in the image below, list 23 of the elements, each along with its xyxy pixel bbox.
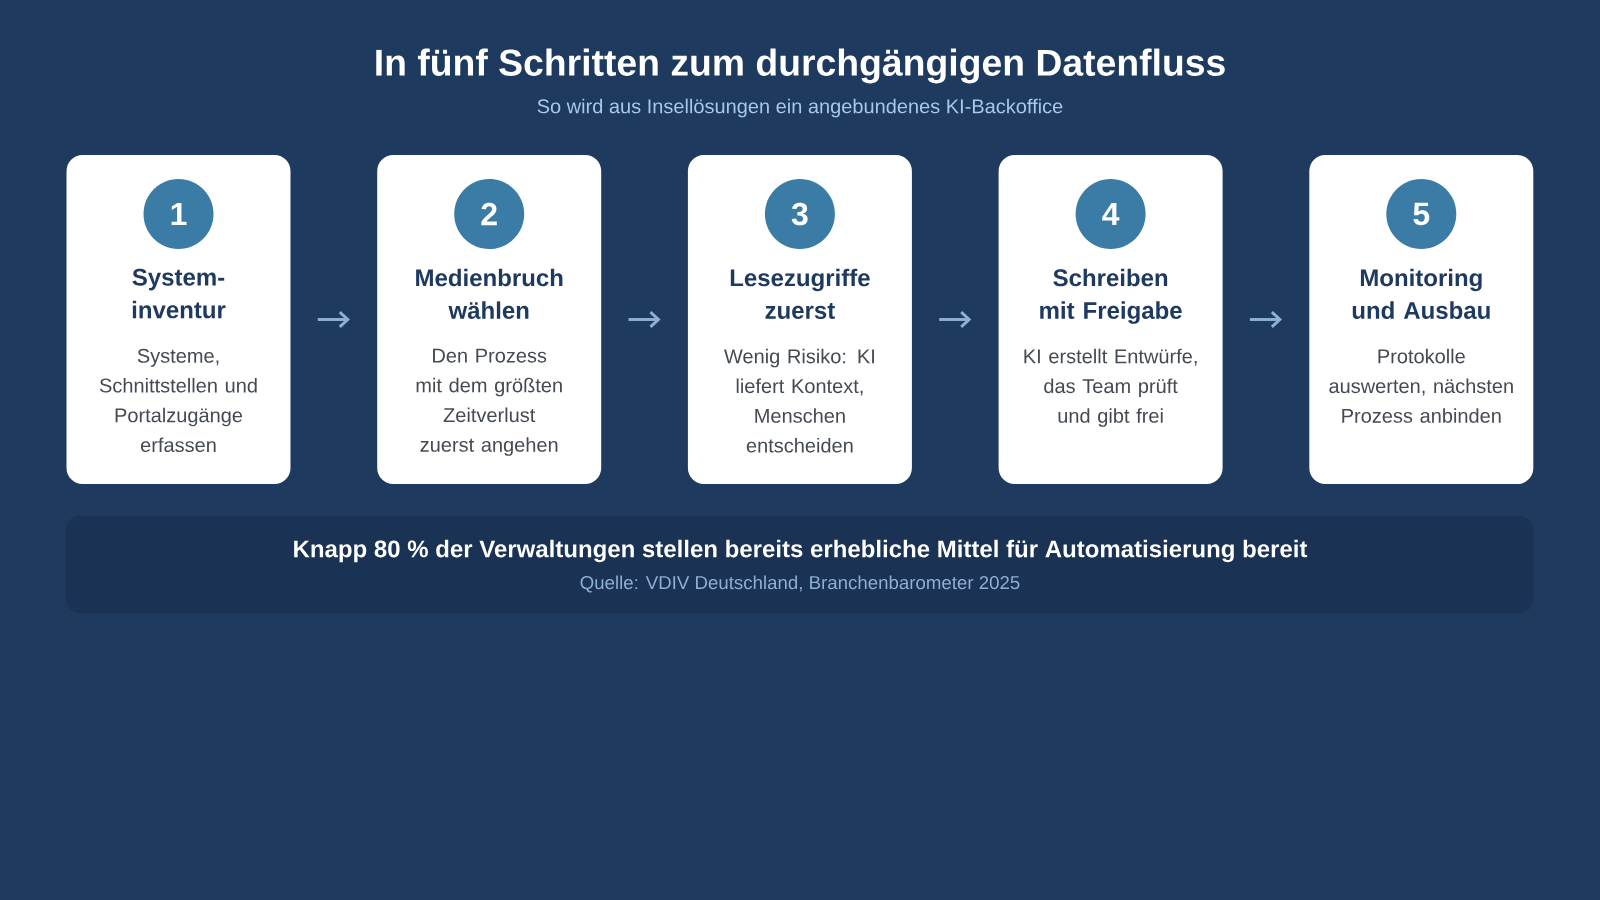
arrow <box>939 311 972 328</box>
number-badge: 2 <box>454 179 525 249</box>
step-description: Systeme, Schnittstellen und Portalzugänge erfassen <box>99 348 257 453</box>
step-heading: System-inventur <box>132 268 226 319</box>
step-heading: Schreiben mit Freigabe <box>1040 268 1182 324</box>
number-badge: 3 <box>764 179 835 249</box>
step-heading: Lesezugriffe zuerst <box>730 268 870 319</box>
number-badge: 4 <box>1075 179 1146 249</box>
step-heading: Monitoring und Ausbau <box>1352 268 1490 319</box>
title: In fünf Schritten zum durchgängigen Datenfluss <box>376 48 1225 84</box>
step-heading: Medienbruch wählen <box>416 268 563 319</box>
arrow <box>1249 311 1283 328</box>
number-badge: 1 <box>143 179 214 249</box>
source-text: Quelle: VDIV Deutschland, Branchenbarometer 2025 <box>580 575 1020 593</box>
arrow <box>628 311 661 328</box>
number-badge: 5 <box>1386 179 1457 249</box>
arrow <box>317 311 350 328</box>
step-description: KI erstellt Entwürfe, das Team prüft und gibt frei <box>1024 348 1197 427</box>
note-text: Knapp 80 % der Verwaltungen stellen bereits erhebliche Mittel für Automatisierung bereit <box>294 539 1308 563</box>
step-description: Den Prozess mit dem größten Zeitverlust zuerst angehen <box>416 348 562 456</box>
subtitle: So wird aus Insellösungen ein angebundenes KI-Backoffice <box>537 98 1063 118</box>
step-description: Wenig Risiko: KI liefert Kontext, Menschen entscheiden <box>724 348 874 453</box>
step-description: Protokolle auswerten, nächsten Prozess anbinden <box>1329 348 1513 423</box>
